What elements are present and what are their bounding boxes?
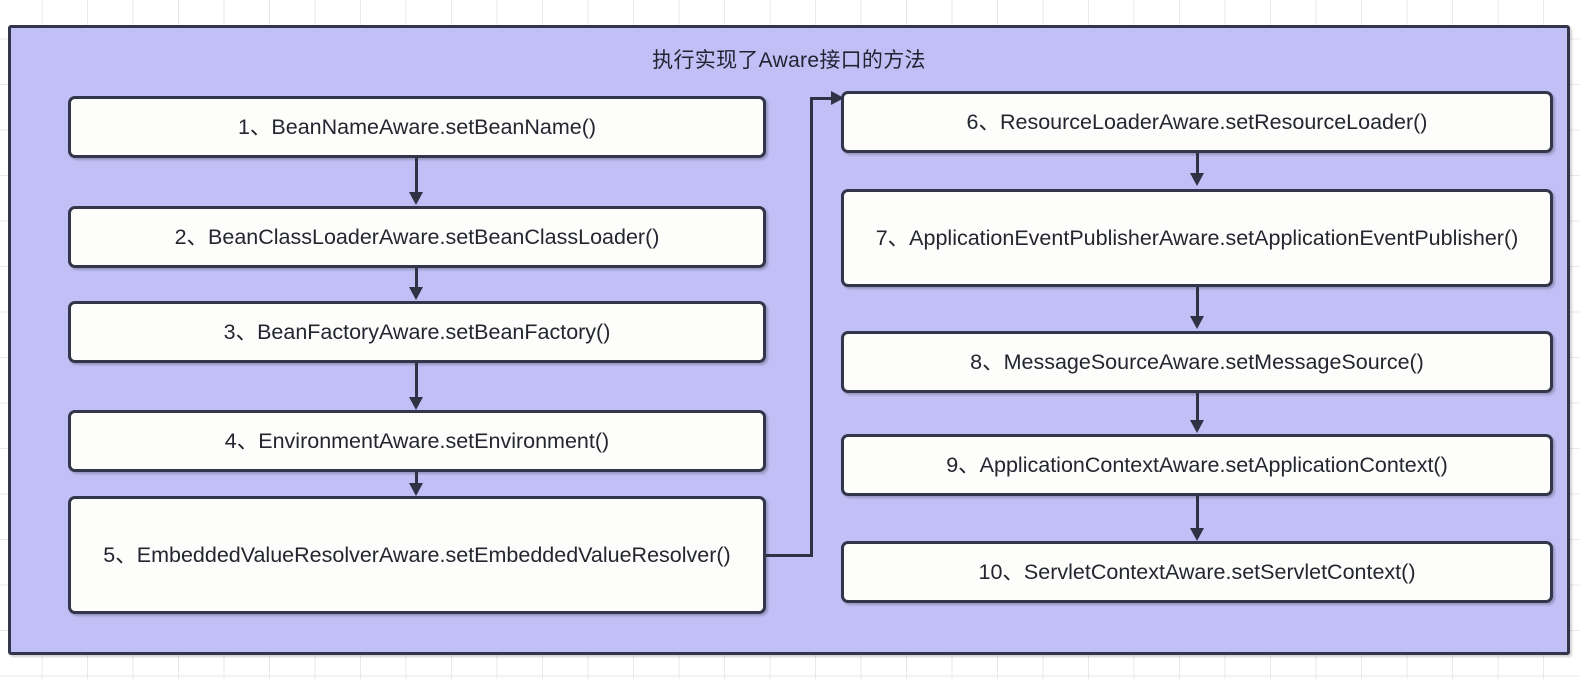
connector-step5-step6-seg-h2 [810, 97, 834, 100]
arrowhead-step9-step10 [1190, 528, 1204, 541]
connector-step6-step7 [1196, 153, 1199, 176]
arrowhead-step2-step3 [409, 287, 423, 300]
node-label: 7、ApplicationEventPublisherAware.setAppl… [875, 225, 1519, 250]
arrowhead-step6-step7 [1190, 173, 1204, 186]
connector-step1-step2 [415, 158, 418, 195]
node-label: 5、EmbeddedValueResolverAware.setEmbedded… [103, 542, 731, 567]
connector-step2-step3 [415, 268, 418, 290]
node-label: 9、ApplicationContextAware.setApplication… [946, 452, 1448, 477]
node-label: 3、BeanFactoryAware.setBeanFactory() [223, 319, 611, 344]
node-step-8[interactable]: 8、MessageSourceAware.setMessageSource() [841, 331, 1553, 393]
node-label: 6、ResourceLoaderAware.setResourceLoader(… [966, 109, 1428, 134]
node-label: 1、BeanNameAware.setBeanName() [237, 114, 597, 139]
connector-step7-step8 [1196, 287, 1199, 317]
arrowhead-step3-step4 [409, 397, 423, 410]
node-step-7[interactable]: 7、ApplicationEventPublisherAware.setAppl… [841, 189, 1553, 287]
connector-step8-step9 [1196, 393, 1199, 423]
arrowhead-step4-step5 [409, 483, 423, 496]
connector-step9-step10 [1196, 496, 1199, 530]
node-step-10[interactable]: 10、ServletContextAware.setServletContext… [841, 541, 1553, 603]
connector-step5-step6-seg-v [810, 97, 813, 557]
node-label: 2、BeanClassLoaderAware.setBeanClassLoade… [174, 224, 660, 249]
connector-step3-step4 [415, 363, 418, 399]
node-step-4[interactable]: 4、EnvironmentAware.setEnvironment() [68, 410, 766, 472]
node-step-9[interactable]: 9、ApplicationContextAware.setApplication… [841, 434, 1553, 496]
arrowhead-step1-step2 [409, 192, 423, 205]
aware-methods-panel: 执行实现了Aware接口的方法 1、BeanNameAware.setBeanN… [8, 25, 1570, 655]
arrowhead-step7-step8 [1190, 316, 1204, 329]
arrowhead-step5-step6 [831, 91, 844, 105]
node-step-6[interactable]: 6、ResourceLoaderAware.setResourceLoader(… [841, 91, 1553, 153]
node-step-3[interactable]: 3、BeanFactoryAware.setBeanFactory() [68, 301, 766, 363]
node-step-5[interactable]: 5、EmbeddedValueResolverAware.setEmbedded… [68, 496, 766, 614]
node-step-1[interactable]: 1、BeanNameAware.setBeanName() [68, 96, 766, 158]
node-step-2[interactable]: 2、BeanClassLoaderAware.setBeanClassLoade… [68, 206, 766, 268]
watermark-text [1130, 648, 1560, 662]
node-label: 10、ServletContextAware.setServletContext… [978, 559, 1416, 584]
node-label: 4、EnvironmentAware.setEnvironment() [224, 428, 610, 453]
connector-step4-step5 [415, 472, 418, 485]
arrowhead-step8-step9 [1190, 420, 1204, 433]
connector-step5-step6-seg-h1 [766, 554, 813, 557]
panel-title: 执行实现了Aware接口的方法 [652, 49, 926, 72]
node-label: 8、MessageSourceAware.setMessageSource() [970, 349, 1424, 374]
